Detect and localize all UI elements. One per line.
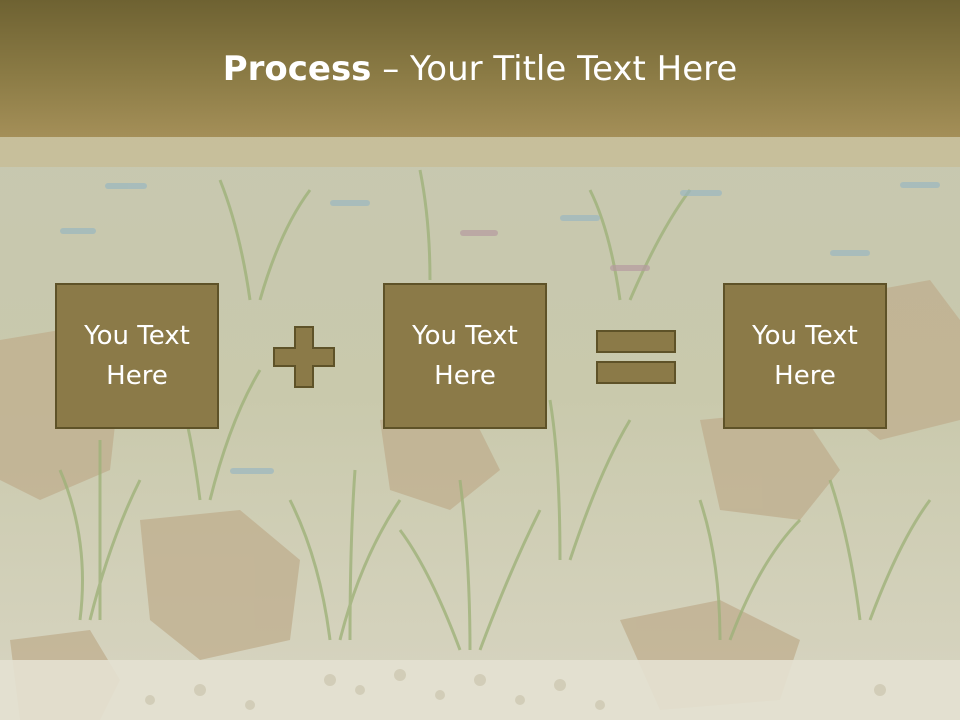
process-box-1-label: You Text Here <box>84 321 190 391</box>
process-box-3-label: You Text Here <box>752 321 858 391</box>
process-box-3[interactable]: You Text Here <box>723 283 887 429</box>
plus-icon <box>273 326 335 388</box>
header-band <box>0 137 960 167</box>
slide-title-bold: Process <box>222 48 372 89</box>
title-header: Process – Your Title Text Here <box>0 0 960 137</box>
process-box-2[interactable]: You Text Here <box>383 283 547 429</box>
process-box-1[interactable]: You Text Here <box>55 283 219 429</box>
process-box-2-label: You Text Here <box>412 321 518 391</box>
slide-title-rest: – Your Title Text Here <box>371 48 738 89</box>
slide-title: Process – Your Title Text Here <box>223 49 738 89</box>
equals-icon <box>596 330 676 384</box>
